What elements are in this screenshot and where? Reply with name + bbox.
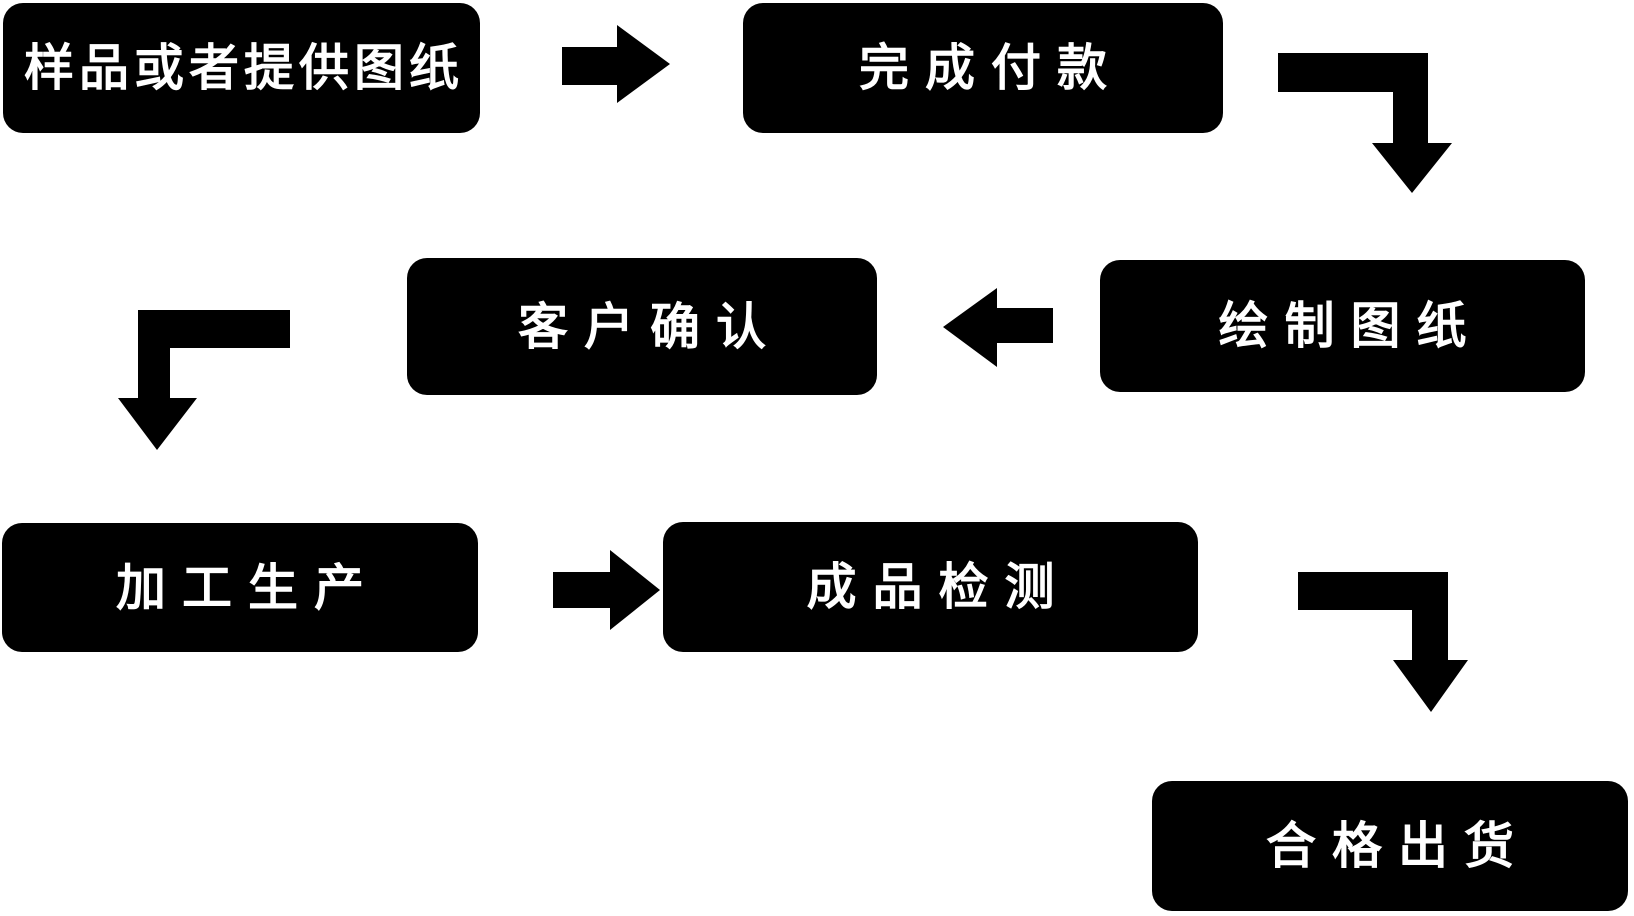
node-draw-drawings: 绘制图纸 [1100, 260, 1585, 392]
node-label: 合格出货 [1266, 817, 1530, 875]
node-qualified-shipment: 合格出货 [1152, 781, 1628, 911]
node-label: 样品或者提供图纸 [24, 39, 464, 97]
node-finished-product-inspection: 成品检测 [663, 522, 1198, 652]
node-label: 成品检测 [806, 558, 1071, 616]
arrow-confirm-to-production-elbow-down-icon [118, 310, 290, 450]
node-customer-confirmation: 客户确认 [407, 258, 877, 395]
arrow-production-to-inspection-icon [553, 550, 660, 630]
arrow-inspection-to-shipment-elbow-down-icon [1298, 572, 1468, 712]
node-processing-production: 加工生产 [2, 523, 478, 652]
node-label: 绘制图纸 [1218, 297, 1483, 355]
arrow-payment-to-draw-elbow-down-icon [1278, 53, 1452, 193]
arrow-sample-to-payment-icon [562, 25, 670, 103]
node-sample-or-drawing: 样品或者提供图纸 [3, 3, 480, 133]
node-label: 完成付款 [859, 39, 1123, 97]
node-label: 加工生产 [116, 558, 380, 617]
arrow-draw-to-confirm-icon [943, 288, 1053, 367]
node-label: 客户确认 [518, 297, 782, 356]
node-complete-payment: 完成付款 [743, 3, 1223, 133]
